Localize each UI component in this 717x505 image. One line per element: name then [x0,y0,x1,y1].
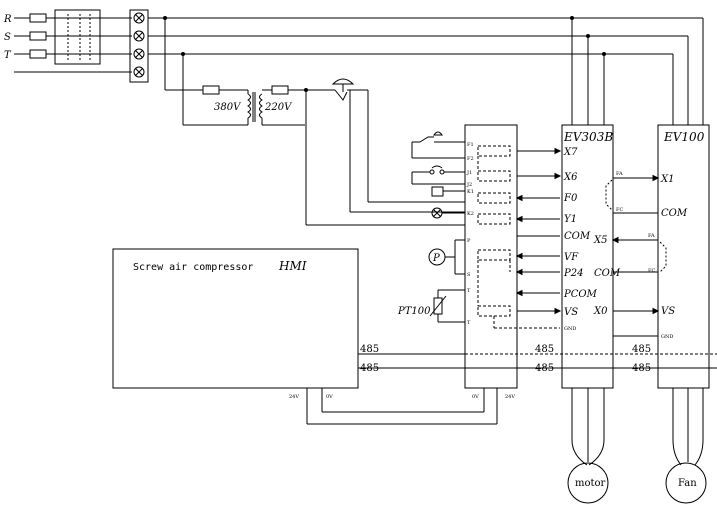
phase-inputs [14,9,703,83]
power-supply-loop [306,388,498,425]
controller-label-k1: K1 [467,189,474,195]
fuse-aux [202,85,220,95]
power-24v-ctrl: 24V [505,394,515,400]
controller-label-j2: J2 [466,182,472,188]
fuse-t [29,49,47,59]
hmi-title: Screw air compressor [133,262,253,273]
inverter-fan-gnd: GND [661,334,673,340]
hmi-panel [112,248,359,389]
inverter-main-fa1: FA [616,171,623,177]
inverter-links [605,174,667,337]
bus-485-hmi-minus: 485 [360,363,379,374]
inverter-fan-com2: COM [594,268,621,279]
bus-485-main-plus: 485 [535,344,554,355]
pt100-label: PT100 [397,306,431,317]
inverter-fan-vs: VS [661,306,675,317]
inverter-main-com: COM [564,231,591,242]
phase-label-t: T [4,50,12,61]
inverter-fan-fc2: FC [648,268,655,274]
controller-label-f2: F2 [467,156,474,162]
transformer-primary-coil [247,93,251,119]
motor-connections [567,388,707,504]
breaker-box [54,9,101,65]
inverter-main-pcom: PCOM [563,289,598,300]
inverter-main-vf: VF [564,252,579,263]
inverter-fan-com1: COM [661,208,688,219]
inverter-main-title: EV303B [563,130,613,144]
terminal-block [129,9,149,83]
controller-label-t2: T [467,320,471,326]
inverter-main-p24: P24 [563,268,583,279]
fuse-r [29,13,47,23]
controller-internal-links [465,145,717,355]
controller-label-f1: F1 [467,142,474,148]
controller-label-p: P [467,238,471,244]
controller-label-j1: J1 [466,170,472,176]
bus-485-fan-minus: 485 [632,363,651,374]
bus-485-fan-plus: 485 [632,344,651,355]
controller-left-devices [411,131,465,323]
hmi-name: HMI [278,259,307,273]
inverter-main-x7: X7 [563,147,578,158]
bus-485-hmi-plus: 485 [360,344,379,355]
transformer-secondary-coil [259,93,263,119]
inverter-main-gnd: GND [564,326,576,332]
controller-label-k2: K2 [467,211,474,217]
inverter-main-fc1: FC [616,207,623,213]
fan-icon [665,462,707,504]
controller-label-s: S [467,272,471,278]
inverter-main-x6: X6 [563,172,578,183]
inverter-fan-box [657,124,710,389]
fuse-s [29,31,47,41]
controller-box [464,124,518,389]
power-0v-ctrl: 0V [472,394,479,400]
controller-to-inverter-arrows [515,147,562,315]
phase-label-s: S [4,32,11,43]
inverter-fan-x1: X1 [660,174,674,185]
transformer-secondary-label: 220V [264,102,293,113]
fan-label: Fan [678,478,697,489]
controller-label-t1: T [467,288,471,294]
transformer-primary-label: 380V [214,102,242,113]
power-0v-hmi: 0V [326,394,333,400]
inverter-fan-x0: X0 [593,306,608,317]
terminal-symbols [133,12,145,78]
motor-label: motor [575,478,606,489]
inverter-main-f0: F0 [563,193,578,204]
pressure-sensor-label: P [432,253,440,264]
fuse-secondary [271,85,289,95]
motor-icon [567,462,609,504]
phase-label-r: R [3,14,12,25]
emergency-stop-icon [331,78,355,85]
transformer-circuit [164,18,465,226]
inverter-main-vs: VS [564,307,578,318]
inverter-fan-title: EV100 [663,130,705,144]
power-24v-hmi: 24V [289,394,299,400]
inverter-main-y1: Y1 [564,214,577,225]
inverter-fan-fa2: FA [648,233,655,239]
bus-485-main-minus: 485 [535,363,554,374]
inverter-fan-x5: X5 [593,235,607,246]
